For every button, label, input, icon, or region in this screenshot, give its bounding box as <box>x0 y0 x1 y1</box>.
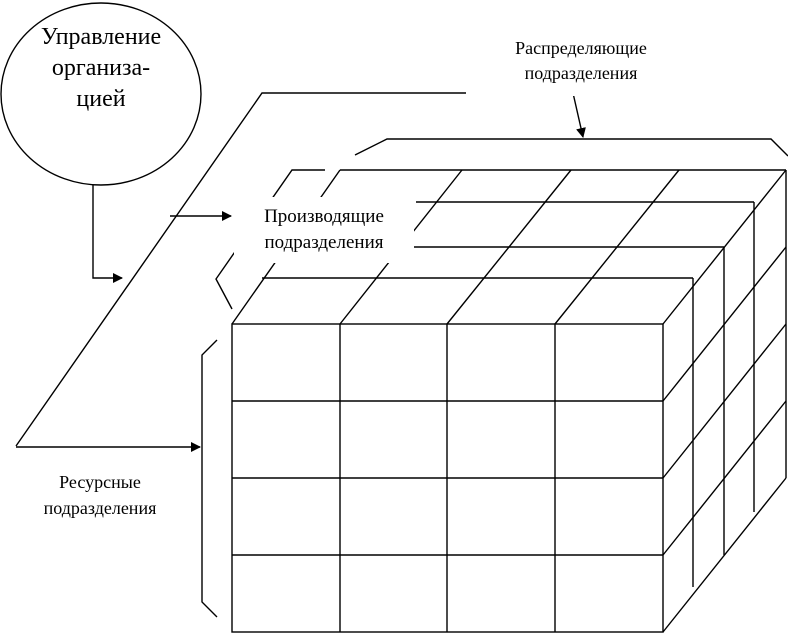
top-bracket <box>15 92 573 447</box>
distribution-label: Распределяющие подразделения <box>466 34 696 96</box>
resource-label: Ресурсные подразделения <box>14 462 186 524</box>
distribution-bracket <box>354 138 788 157</box>
resource-label-line-2: подразделения <box>43 498 157 518</box>
production-label: Производящие подразделения <box>234 197 414 263</box>
arrow-to-distribution <box>572 92 586 138</box>
resource-label-line-1: Ресурсные <box>59 472 141 492</box>
resource-bracket <box>201 339 218 618</box>
management-label-line-1: Управление <box>40 24 162 50</box>
production-label-line-2: подразделения <box>264 232 384 253</box>
management-ellipse <box>0 2 202 186</box>
management-label-line-3: цией <box>76 86 126 112</box>
distribution-label-line-2: подразделения <box>524 63 638 83</box>
production-label-line-1: Производящие <box>264 206 384 227</box>
arrow-from-management <box>92 185 123 283</box>
management-label: Управление организа- цией <box>30 22 172 115</box>
management-label-line-2: организа- <box>51 55 151 81</box>
distribution-label-line-1: Распределяющие <box>515 38 647 58</box>
